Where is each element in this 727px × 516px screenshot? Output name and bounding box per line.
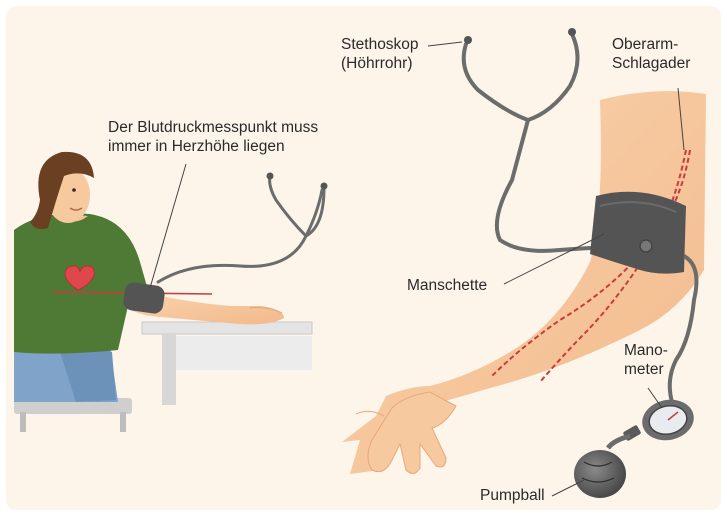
label-oberarm-line2: Schlagader [612, 54, 690, 73]
label-messpunkt: Der Blutdruckmesspunkt muss immer in Her… [108, 118, 318, 156]
table [142, 322, 312, 405]
label-manometer-line2: meter [624, 360, 668, 379]
label-stethoskop: Stethoskop (Höhrrohr) [341, 35, 419, 73]
left-stethoscope [158, 173, 328, 283]
label-manschette-text: Manschette [407, 276, 487, 295]
left-cuff [122, 281, 166, 314]
label-oberarm-line1: Oberarm- [612, 35, 690, 54]
label-messpunkt-line1: Der Blutdruckmesspunkt muss [108, 118, 318, 137]
label-pumpball: Pumpball [480, 486, 545, 505]
label-pumpball-text: Pumpball [480, 486, 545, 505]
leader-line-messpunkt [150, 164, 186, 288]
pumpball [574, 425, 641, 498]
chair [14, 398, 132, 432]
label-manometer-line1: Mano- [624, 341, 668, 360]
label-manschette: Manschette [407, 276, 487, 295]
label-manometer: Mano- meter [624, 341, 668, 379]
manometer [638, 395, 697, 445]
label-stethoskop-line1: Stethoskop [341, 35, 419, 54]
label-stethoskop-line2: (Höhrrohr) [341, 54, 419, 73]
label-oberarm-schlagader: Oberarm- Schlagader [612, 35, 690, 73]
label-messpunkt-line2: immer in Herzhöhe liegen [108, 137, 318, 156]
